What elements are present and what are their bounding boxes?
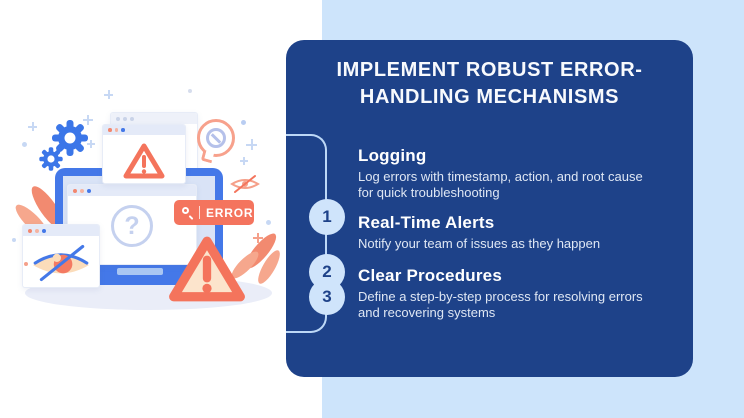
window-dot [87, 188, 91, 193]
browser-window-warning [102, 124, 186, 184]
step-title: Real-Time Alerts [358, 213, 495, 232]
step-number: 1 [322, 207, 332, 226]
window-titlebar [103, 125, 185, 135]
window-dot [114, 128, 118, 132]
sparkle-dot [24, 262, 28, 266]
warning-triangle-icon [169, 236, 245, 302]
step-description: Notify your team of issues as they happe… [358, 236, 601, 251]
window-dot [108, 128, 112, 132]
window-dot [116, 116, 120, 121]
content-panel: IMPLEMENT ROBUST ERROR- HANDLING MECHANI… [286, 40, 693, 377]
sparkle-dot [12, 238, 16, 242]
window-dot [121, 128, 125, 132]
sparkle-dot [22, 142, 27, 147]
window-dot [35, 228, 39, 233]
window-dot [130, 116, 134, 121]
laptop-hinge-notch [117, 268, 163, 275]
warning-triangle-icon [123, 143, 165, 179]
question-mark: ? [124, 211, 140, 240]
hidden-eye-icon [230, 175, 260, 193]
step-number: 3 [322, 287, 332, 306]
sparkle-dot [266, 220, 271, 225]
window-dot [123, 116, 127, 121]
prohibition-icon [206, 128, 226, 148]
window-titlebar [68, 185, 196, 196]
leaf-decoration [231, 233, 280, 284]
step-number-badge-3: 3 [309, 279, 345, 315]
step-item-real-time-alerts: Real-Time Alerts Notify your team of iss… [358, 213, 650, 252]
sparkle-plus-icon [253, 233, 263, 243]
step-item-logging: Logging Log errors with timestamp, actio… [358, 146, 650, 201]
step-description: Log errors with timestamp, action, and r… [358, 169, 643, 200]
badge-divider [199, 206, 200, 219]
step-description: Define a step-by-step process for resolv… [358, 289, 643, 320]
sparkle-dot [188, 89, 192, 93]
window-dot [42, 228, 46, 233]
magnifier-icon [182, 207, 194, 220]
title-line-1: IMPLEMENT ROBUST ERROR- [336, 59, 643, 81]
title-line-2: HANDLING MECHANISMS [359, 86, 620, 108]
error-badge: ERROR [174, 200, 254, 225]
prohibition-bubble-icon [197, 119, 235, 157]
step-number: 2 [322, 262, 332, 281]
step-title: Clear Procedures [358, 266, 502, 285]
window-dot [73, 188, 77, 193]
gear-icon [39, 147, 63, 171]
sparkle-plus-icon [87, 140, 95, 148]
sparkle-plus-icon [240, 157, 248, 165]
sparkle-dot [241, 120, 246, 125]
hidden-eye-icon [33, 244, 89, 282]
sparkle-plus-icon [246, 139, 257, 150]
window-titlebar [111, 113, 197, 124]
browser-window-hidden-eye [22, 224, 100, 288]
sparkle-plus-icon [83, 115, 93, 125]
page-title: IMPLEMENT ROBUST ERROR- HANDLING MECHANI… [286, 57, 693, 111]
step-number-badge-1: 1 [309, 199, 345, 235]
sparkle-plus-icon [28, 122, 37, 131]
question-mark-icon: ? [111, 205, 153, 247]
step-item-clear-procedures: Clear Procedures Define a step-by-step p… [358, 266, 650, 321]
bubble-tail [200, 149, 215, 164]
window-titlebar [23, 225, 99, 236]
gear-icon [52, 120, 88, 156]
step-title: Logging [358, 146, 427, 165]
sparkle-plus-icon [104, 90, 113, 99]
error-badge-label: ERROR [206, 205, 254, 220]
error-illustration: ? ERROR [5, 85, 290, 317]
window-dot [28, 228, 32, 233]
window-dot [80, 188, 84, 193]
